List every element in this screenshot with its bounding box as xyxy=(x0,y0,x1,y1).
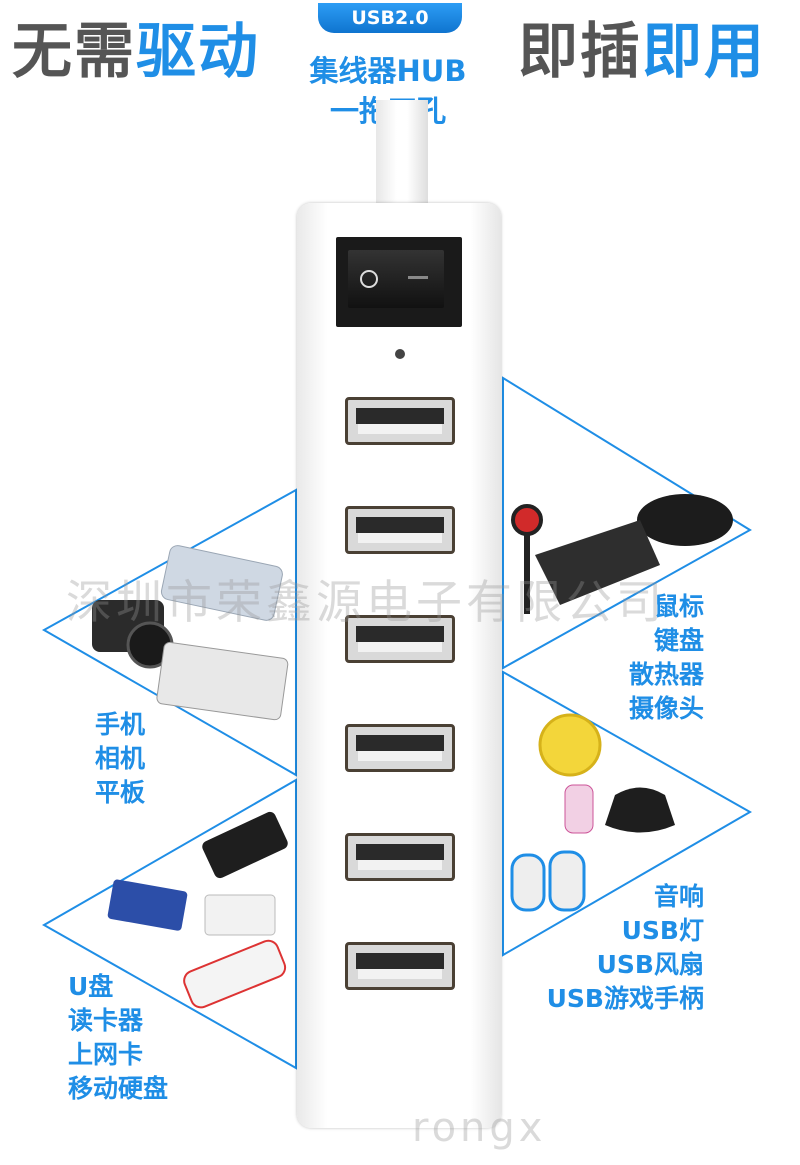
phone-camera-tablet-illustration xyxy=(92,545,289,721)
usb-port-icon xyxy=(345,615,455,663)
hub-cable xyxy=(376,100,428,210)
category-item: 手机 xyxy=(95,710,146,739)
headline-right: 即插即用 xyxy=(518,22,766,82)
category-right-top: 鼠标 键盘 散热器 摄像头 xyxy=(629,590,704,726)
headline-left-grey: 无需 xyxy=(12,17,136,87)
category-item: 键盘 xyxy=(653,626,704,655)
category-left-bottom: U盘 读卡器 上网卡 移动硬盘 xyxy=(68,970,168,1106)
power-off-symbol-icon xyxy=(360,270,378,288)
category-item: 平板 xyxy=(95,778,146,807)
category-item: USB灯 xyxy=(621,916,704,945)
usb-drive-cardreader-modem-illustration xyxy=(107,811,288,1009)
usb-port-icon xyxy=(345,397,455,445)
usb-port-icon xyxy=(345,506,455,554)
usb-port-icon xyxy=(345,942,455,990)
usb-version-badge: USB2.0 xyxy=(318,3,462,33)
category-right-bottom: 音响 USB灯 USB风扇 USB游戏手柄 xyxy=(547,880,704,1016)
headline-right-blue: 即用 xyxy=(642,17,766,87)
company-watermark: 深圳市荣鑫源电子有限公司 xyxy=(66,575,666,629)
bottom-watermark: rongx xyxy=(412,1105,547,1151)
power-on-mark-icon xyxy=(408,276,428,279)
category-item: U盘 xyxy=(68,972,114,1001)
speaker-lamp-fan-gamepad-illustration xyxy=(510,713,675,912)
category-item: 上网卡 xyxy=(68,1040,144,1069)
category-item: 读卡器 xyxy=(68,1006,144,1035)
category-item: USB风扇 xyxy=(596,950,704,979)
category-item: 音响 xyxy=(653,882,704,911)
subtitle-hub: 集线器HUB xyxy=(309,54,467,88)
category-item: 移动硬盘 xyxy=(68,1074,169,1103)
category-left-top: 手机 相机 平板 xyxy=(95,708,145,810)
power-switch-rocker xyxy=(348,250,444,308)
headline-left: 无需驱动 xyxy=(12,22,260,82)
category-item: 相机 xyxy=(95,744,146,773)
category-item: 散热器 xyxy=(628,660,704,689)
headline-left-blue: 驱动 xyxy=(136,17,260,87)
triangle-left-top xyxy=(41,488,297,777)
headline-right-grey: 即插 xyxy=(518,17,642,87)
usb-port-icon xyxy=(345,724,455,772)
category-item: 鼠标 xyxy=(653,592,704,621)
category-item: 摄像头 xyxy=(628,694,704,723)
led-indicator-icon xyxy=(395,349,405,359)
category-item: USB游戏手柄 xyxy=(546,984,704,1013)
usb-port-icon xyxy=(345,833,455,881)
